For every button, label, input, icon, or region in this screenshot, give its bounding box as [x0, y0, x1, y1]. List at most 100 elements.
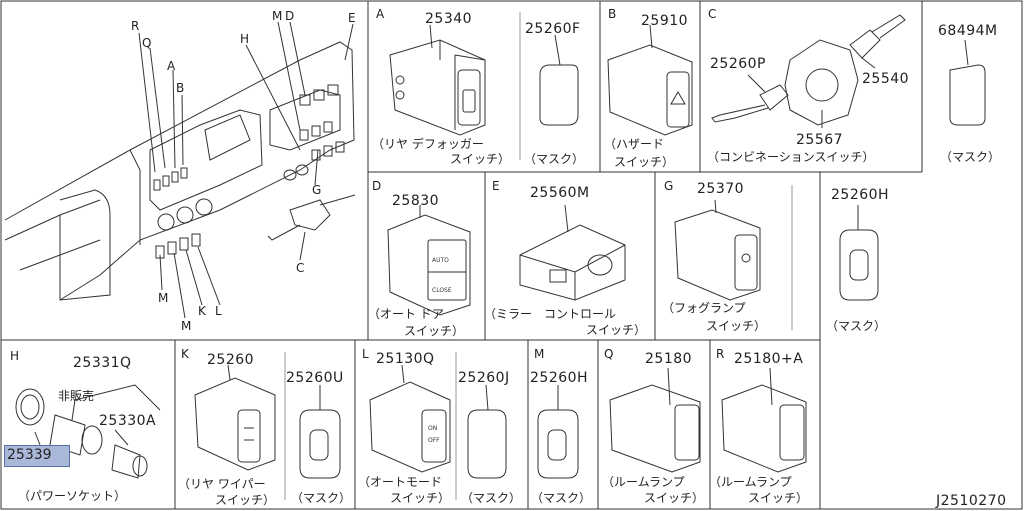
overview-label-q: Q — [142, 36, 152, 50]
switch-r-illustration — [721, 367, 807, 473]
mask-m-illustration — [537, 385, 579, 479]
switch-l-illustration — [369, 364, 451, 473]
cell-k-mask-part: 25260U — [286, 370, 344, 386]
icon-text-on: ON — [428, 425, 437, 432]
cell-l-letter: L — [362, 347, 369, 361]
cell-h-letter: H — [10, 349, 20, 363]
cell-h-part-highlight: 25339 — [7, 447, 52, 463]
cell-r-part: 25180+A — [734, 351, 804, 367]
cell-k-mask-caption: （マスク） — [291, 491, 352, 505]
power-socket-illustration — [15, 384, 161, 479]
mask-g-illustration — [839, 205, 879, 301]
switch-c-illustration — [711, 14, 906, 128]
cell-l-caption-2: スイッチ） — [390, 491, 451, 505]
icon-text-auto: AUTO — [432, 257, 449, 264]
cell-q-caption-1: （ルームランプ — [602, 475, 685, 489]
overview-label-d: D — [285, 9, 295, 23]
cell-h-part-mid: 25330A — [99, 413, 157, 429]
drawing-code: J2510270 — [936, 493, 1007, 509]
cell-d-caption-2: スイッチ） — [404, 324, 465, 338]
overview-label-h: H — [240, 32, 250, 46]
mask-k-illustration — [299, 385, 341, 479]
cell-r-letter: R — [716, 347, 725, 361]
dashboard-illustration — [4, 21, 356, 319]
overview-label-m-1: M — [158, 291, 169, 305]
cell-b-letter: B — [608, 7, 617, 21]
cell-l-mask-caption: （マスク） — [461, 491, 522, 505]
mask-l-illustration — [467, 384, 507, 479]
overview-label-r: R — [131, 19, 140, 33]
mask-a-illustration — [539, 34, 579, 126]
cell-h-caption: （パワーソケット） — [18, 489, 127, 503]
switch-a-illustration — [389, 24, 486, 136]
cell-a-letter: A — [376, 7, 385, 21]
overview-label-l: L — [215, 304, 222, 318]
cell-k-caption-1: （リヤ ワイパー — [178, 477, 266, 491]
cell-e-caption-2: スイッチ） — [586, 323, 647, 337]
switch-q-illustration — [609, 367, 701, 473]
cell-q-letter: Q — [604, 347, 614, 361]
switch-k-illustration — [194, 364, 276, 471]
cell-m-part: 25260H — [530, 370, 589, 386]
cell-d-letter: D — [372, 179, 382, 193]
cell-q-part: 25180 — [645, 351, 693, 367]
cell-r-caption-1: （ルームランプ — [709, 475, 792, 489]
cell-a-mask-part: 25260F — [525, 21, 581, 37]
icon-text-close: CLOSE — [432, 287, 452, 294]
cell-e-caption-1: （ミラー コントロール — [484, 307, 617, 321]
cell-l-caption-1: （オートモード — [358, 475, 443, 489]
cell-b-part: 25910 — [641, 13, 689, 29]
cell-g-mask-caption: （マスク） — [826, 319, 887, 333]
overview-label-a: A — [167, 59, 176, 73]
cell-k-part: 25260 — [207, 352, 255, 368]
overview-label-g: G — [312, 183, 322, 197]
cell-c-part-left: 25260P — [710, 56, 766, 72]
switch-b-illustration — [607, 24, 693, 136]
overview-label-m-2: M — [181, 319, 192, 333]
cell-e-part: 25560M — [530, 185, 590, 201]
mask-c-illustration — [949, 39, 986, 126]
overview-label-k: K — [198, 304, 206, 318]
cell-q-caption-2: スイッチ） — [644, 491, 705, 505]
cell-g-caption-2: スイッチ） — [706, 319, 767, 333]
cell-a-caption-2: スイッチ） — [450, 152, 511, 166]
cell-d-part: 25830 — [392, 193, 440, 209]
cell-a-mask-caption: （マスク） — [524, 152, 585, 166]
cell-c-part-right: 25540 — [862, 71, 910, 87]
cell-l-mask-part: 25260J — [458, 370, 510, 386]
cell-c-letter: C — [708, 7, 717, 21]
cell-b-caption-1: （ハザード — [604, 137, 665, 151]
cell-c-mask-part: 68494M — [938, 23, 998, 39]
cell-g-mask-part: 25260H — [831, 187, 890, 203]
icon-text-off: OFF — [428, 437, 440, 444]
cell-m-letter: M — [534, 347, 545, 361]
switch-g-illustration — [674, 199, 761, 301]
cell-g-part: 25370 — [697, 181, 745, 197]
cell-k-letter: K — [181, 347, 189, 361]
cell-m-caption: （マスク） — [531, 491, 592, 505]
cell-c-part-center: 25567 — [796, 132, 844, 148]
cell-h-part-top: 25331Q — [73, 355, 132, 371]
overview-label-c: C — [296, 261, 305, 275]
cell-a-caption-1: （リヤ デフォッガー — [372, 137, 484, 151]
cell-h-note: 非販売 — [58, 389, 95, 403]
highlighted-part-25339[interactable]: 25339 — [4, 445, 70, 467]
cell-c-mask-caption: （マスク） — [940, 150, 1001, 164]
overview-label-b: B — [176, 81, 185, 95]
cell-d-caption-1: （オート ドア — [368, 307, 444, 321]
cell-c-caption: （コンビネーションスイッチ） — [707, 150, 875, 164]
cell-l-part: 25130Q — [376, 351, 435, 367]
cell-a-part: 25340 — [425, 11, 473, 27]
overview-label-m-top: M — [272, 9, 283, 23]
cell-r-caption-2: スイッチ） — [748, 491, 809, 505]
cell-g-letter: G — [664, 179, 674, 193]
overview-label-e: E — [348, 11, 356, 25]
switch-d-illustration — [387, 205, 471, 316]
cell-g-caption-1: （フォグランプ — [662, 301, 746, 315]
cell-k-caption-2: スイッチ） — [215, 493, 276, 507]
cell-b-caption-2: スイッチ） — [614, 155, 675, 169]
cell-e-letter: E — [492, 179, 500, 193]
